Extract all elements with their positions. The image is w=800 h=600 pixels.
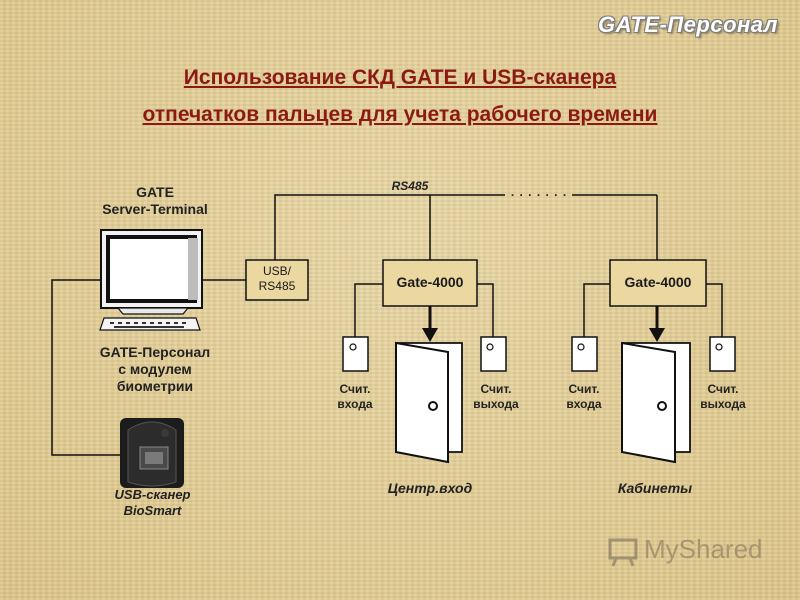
converter-label: USB/ RS485: [246, 264, 308, 294]
door-arrow-1: [422, 306, 438, 342]
reader-entry-1-icon: [342, 336, 369, 372]
scanner-label: USB-сканер BioSmart: [80, 487, 225, 519]
reader-entry-1-label: Счит. входа: [326, 382, 384, 412]
reader-exit-2-line-2: выхода: [700, 397, 746, 411]
bus-continuation-dots: . . . . . . .: [510, 185, 568, 199]
server-label: GATE Server-Terminal: [60, 184, 250, 218]
reader-exit-1-icon: [480, 336, 507, 372]
scanner-label-line-2: BioSmart: [123, 503, 182, 518]
reader-exit-2-label: Счит. выхода: [693, 382, 753, 412]
reader-exit-1-line-1: Счит.: [480, 382, 512, 396]
reader-entry-2-icon: [571, 336, 598, 372]
watermark: MyShared: [644, 534, 763, 564]
door-arrow-2: [649, 306, 665, 342]
title-line-2: отпечатков пальцев для учета рабочего вр…: [142, 103, 658, 126]
bus-label: RS485: [391, 179, 429, 193]
zone-1-label: Центр.вход: [387, 480, 473, 496]
software-line-2: с модулем: [118, 361, 192, 377]
myshared-logo-icon: [608, 538, 638, 567]
controller-1-label: Gate-4000: [396, 274, 464, 290]
converter-label-line-1: USB/: [262, 264, 291, 278]
door-2-icon: [621, 341, 691, 464]
brand-logo: GATE-Персонал: [598, 12, 778, 37]
reader-entry-2-line-1: Счит.: [568, 382, 600, 396]
usb-rs485-converter: [245, 259, 309, 301]
reader-exit-2-line-1: Счит.: [707, 382, 739, 396]
reader-entry-2-line-2: входа: [566, 397, 602, 411]
reader-entry-1-line-2: входа: [337, 397, 373, 411]
title-line-1: Использование СКД GATE и USB-сканера: [183, 66, 617, 89]
server-label-line-2: Server-Terminal: [102, 201, 208, 217]
controller-2-box: [609, 259, 707, 307]
zone-2-label: Кабинеты: [617, 480, 693, 496]
rs485-bus: [51, 194, 723, 456]
software-line-3: биометрии: [116, 378, 194, 394]
software-label: GATE-Персонал с модулем биометрии: [60, 344, 250, 395]
converter-label-line-2: RS485: [258, 279, 296, 293]
controller-2-label: Gate-4000: [624, 274, 692, 290]
scanner-label-line-1: USB-сканер: [114, 487, 191, 502]
controller-1-box: [382, 259, 478, 307]
server-computer-icon: [99, 229, 203, 331]
fingerprint-scanner-icon: [120, 418, 184, 488]
reader-exit-1-line-2: выхода: [473, 397, 519, 411]
software-line-1: GATE-Персонал: [99, 344, 211, 360]
reader-entry-2-label: Счит. входа: [555, 382, 613, 412]
reader-entry-1-line-1: Счит.: [339, 382, 371, 396]
reader-exit-1-label: Счит. выхода: [466, 382, 526, 412]
door-1-icon: [395, 341, 463, 464]
reader-exit-2-icon: [709, 336, 736, 372]
server-label-line-1: GATE: [136, 184, 174, 200]
